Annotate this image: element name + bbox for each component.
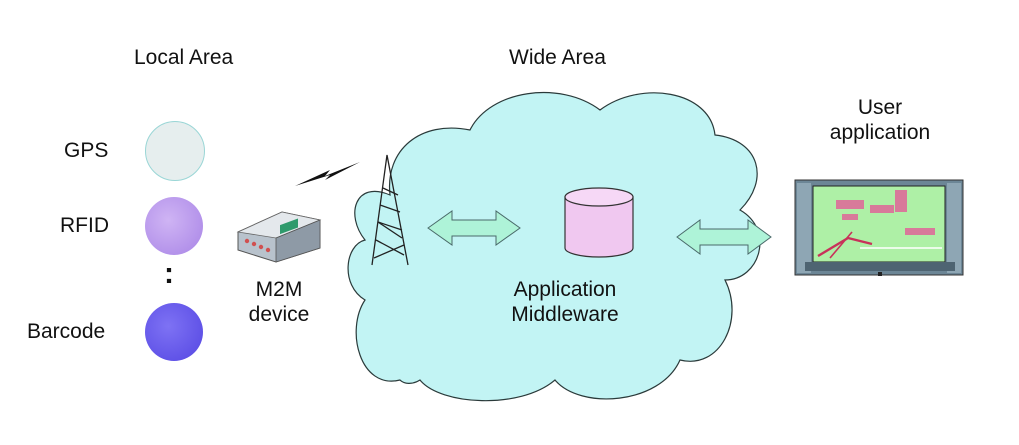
sensor-dot-rfid [145,197,203,255]
sensor-ellipsis: : [164,257,174,290]
double-arrow-left [427,210,521,246]
sensor-dot-barcode [145,303,203,361]
map-blocks [836,190,935,235]
middleware-label: Application Middleware [495,277,635,327]
device-label: M2M device [234,277,324,327]
sensor-dot-gps [145,121,205,181]
cloud-shape [347,91,761,402]
monitor-icon [794,179,964,276]
user-application-line1: User [857,96,903,119]
heading-local-area: Local Area [134,46,234,69]
lightning-bolt-icon [295,162,360,186]
m2m-device-icon [236,211,322,263]
sensor-label-barcode: Barcode [27,320,106,343]
middleware-label-line1: Application [513,278,617,301]
device-label-line1: M2M [255,278,303,301]
database-cylinder-icon [564,187,634,258]
user-application-line2: application [829,121,931,144]
user-application-label: User application [810,95,950,145]
sensor-label-gps: GPS [64,139,109,162]
device-label-line2: device [248,303,310,326]
sensor-label-rfid: RFID [60,214,109,237]
radio-tower-icon [371,154,409,266]
heading-wide-area: Wide Area [509,46,606,69]
middleware-label-line2: Middleware [511,303,619,326]
double-arrow-right [676,219,772,255]
